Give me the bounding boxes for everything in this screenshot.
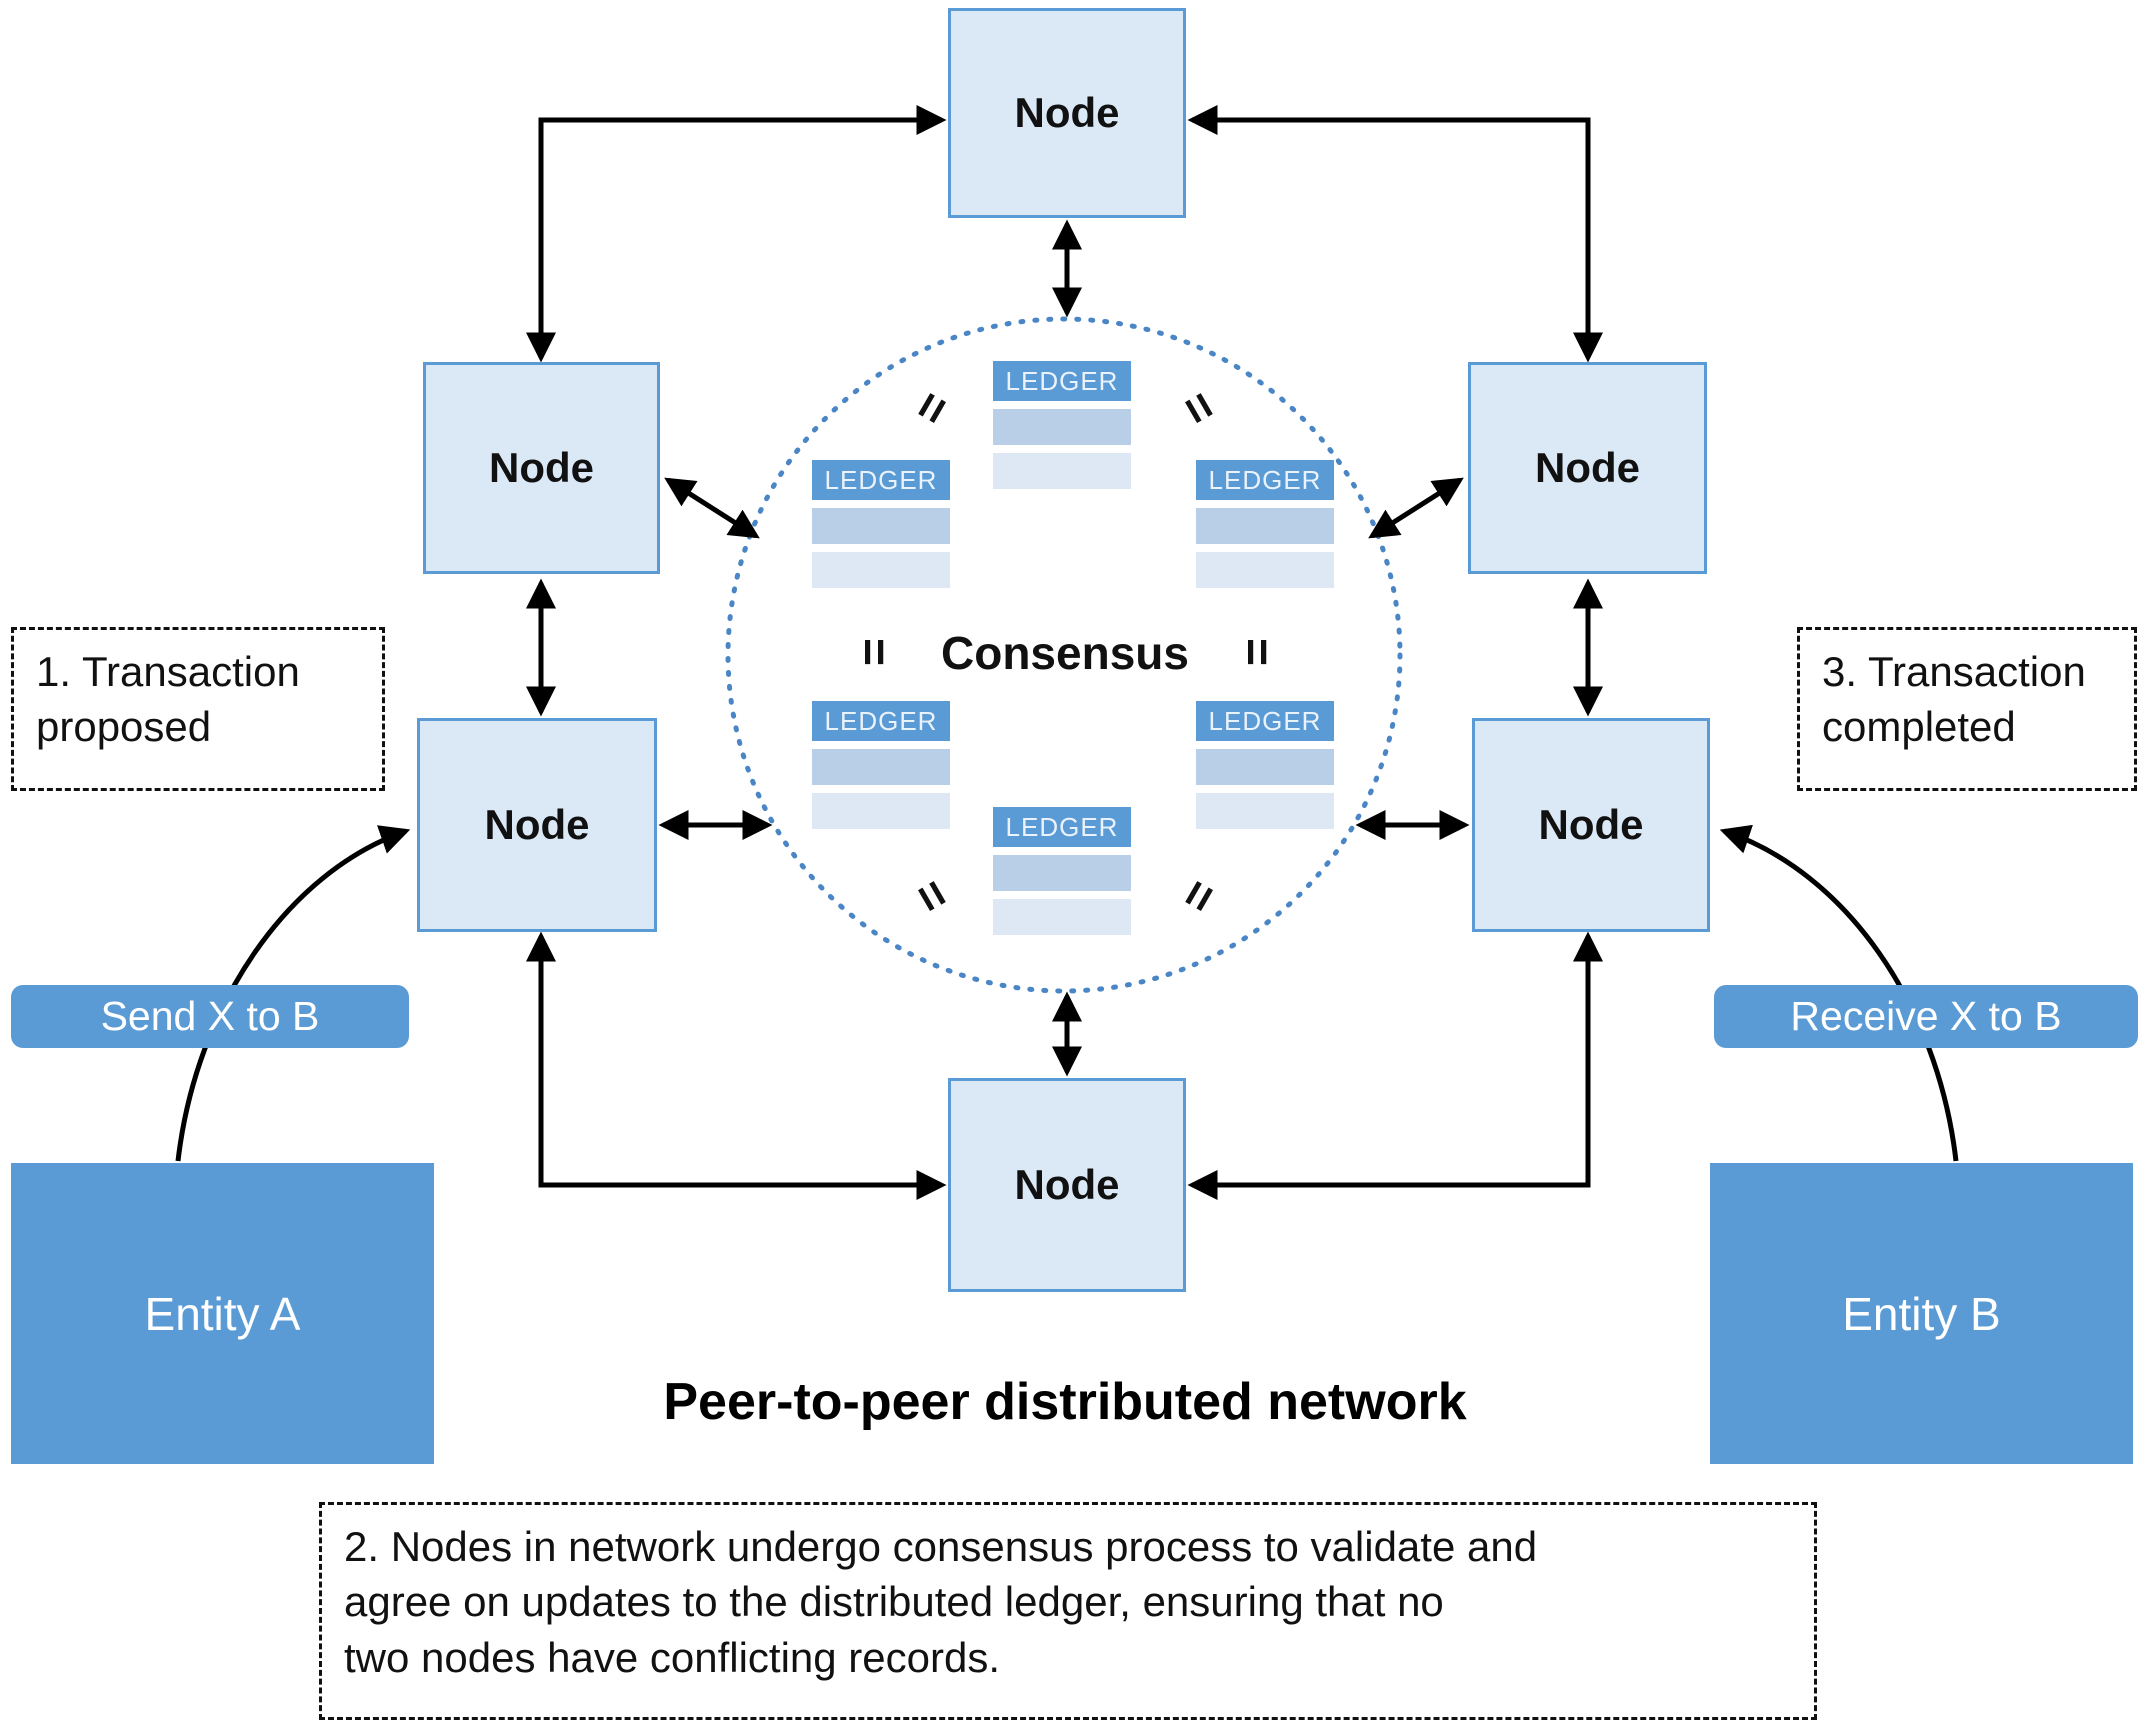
note-consensus-process: 2. Nodes in network undergo consensus pr…: [319, 1502, 1817, 1720]
ledger-row: [1196, 793, 1334, 829]
node-box-top: Node: [948, 8, 1186, 218]
ledger-header: LEDGER: [1196, 701, 1334, 741]
note-line: 1. Transaction: [36, 648, 300, 695]
note-transaction-proposed: 1. Transaction proposed: [11, 627, 385, 791]
note-line: completed: [1822, 703, 2016, 751]
arrow-entity-a-to-node: [175, 825, 411, 1162]
receive-pill: Receive X to B: [1714, 985, 2138, 1048]
ledger-bottom: LEDGER: [993, 807, 1131, 935]
node-box-mid-left: Node: [417, 718, 657, 932]
ledger-header: LEDGER: [812, 701, 950, 741]
node-box-mid-right: Node: [1472, 718, 1710, 932]
consensus-label: Consensus: [941, 627, 1189, 679]
ledger-row: [993, 899, 1131, 935]
node-box-upper-right: Node: [1468, 362, 1707, 574]
send-pill: Send X to B: [11, 985, 409, 1048]
ledger-row: [993, 855, 1131, 891]
note-transaction-completed: 3. Transaction completed: [1797, 627, 2137, 791]
arrow-upper-left-node-to-consensus: [664, 477, 760, 539]
ledger-lower-left: LEDGER: [812, 701, 950, 829]
note-line: two nodes have conflicting records.: [344, 1633, 1001, 1681]
ledger-header: LEDGER: [1196, 460, 1334, 500]
ledger-header: LEDGER: [993, 361, 1131, 401]
ledger-row: [812, 508, 950, 544]
consensus-dotted-circle: [725, 316, 1403, 994]
ledger-row: [1196, 552, 1334, 588]
entity-a-box: Entity A: [11, 1163, 434, 1464]
arrow-corner-bottom-right: [1187, 931, 1603, 1200]
ledger-header: LEDGER: [812, 460, 950, 500]
ledger-mid-right: LEDGER: [1196, 460, 1334, 588]
ledger-row: [993, 409, 1131, 445]
note-line: proposed: [36, 703, 212, 751]
arrow-entity-b-to-node: [1719, 824, 1959, 1162]
ledger-lower-right: LEDGER: [1196, 701, 1334, 829]
note-line: 2. Nodes in network undergo consensus pr…: [344, 1523, 1538, 1570]
arrow-corner-top-left: [526, 105, 947, 363]
ledger-mid-left: LEDGER: [812, 460, 950, 588]
ledger-row: [993, 453, 1131, 489]
note-line: 3. Transaction: [1822, 648, 2086, 695]
ledger-row: [1196, 749, 1334, 785]
arrow-corner-top-right: [1187, 105, 1603, 363]
arrow-upper-right-node-to-consensus: [1368, 477, 1464, 539]
ledger-top: LEDGER: [993, 361, 1131, 489]
ledger-header: LEDGER: [993, 807, 1131, 847]
node-box-upper-left: Node: [423, 362, 660, 574]
node-box-bottom: Node: [948, 1078, 1186, 1292]
diagram-title: Peer-to-peer distributed network: [663, 1373, 1467, 1431]
ledger-row: [812, 793, 950, 829]
arrow-corner-bottom-left: [526, 931, 947, 1200]
ledger-row: [1196, 508, 1334, 544]
entity-b-box: Entity B: [1710, 1163, 2133, 1464]
ledger-row: [812, 552, 950, 588]
ledger-row: [812, 749, 950, 785]
note-line: agree on updates to the distributed ledg…: [344, 1578, 1444, 1626]
